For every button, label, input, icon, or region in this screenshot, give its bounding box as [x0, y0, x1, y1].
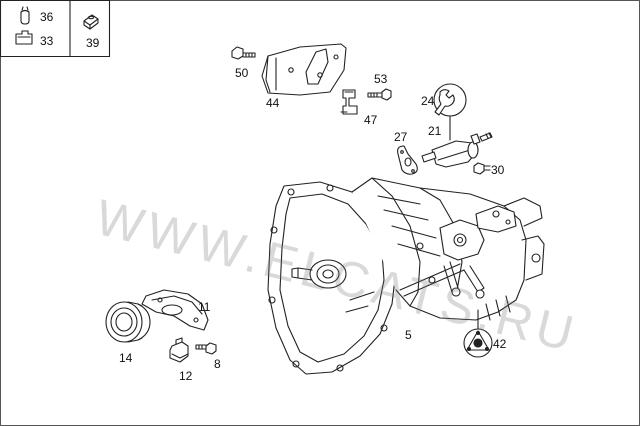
callout-12: 12	[179, 369, 193, 383]
callout-8: 8	[214, 357, 221, 371]
legend-label-33: 33	[40, 34, 54, 48]
cap-icon	[20, 6, 30, 25]
flange-icon	[463, 328, 493, 358]
legend-box	[0, 0, 111, 58]
legend-label-39: 39	[86, 36, 100, 50]
callout-21: 21	[428, 124, 442, 138]
callout-27: 27	[394, 130, 408, 144]
clip-icon	[15, 30, 33, 45]
callout-30: 30	[491, 163, 505, 177]
callout-5: 5	[405, 328, 412, 342]
gasket-icon	[397, 145, 418, 175]
sleeve-icon	[83, 14, 99, 30]
gearbox-housing-icon	[267, 177, 545, 375]
release-bearing-icon	[105, 301, 151, 343]
callout-47: 47	[364, 113, 378, 127]
release-fork-icon	[141, 289, 209, 331]
bolt-icon	[367, 88, 392, 101]
callout-42: 42	[493, 337, 507, 351]
callout-14: 14	[119, 351, 133, 365]
bolt-icon	[473, 162, 491, 175]
slave-cylinder-icon	[421, 132, 493, 168]
clip-bracket-icon	[340, 89, 358, 115]
callout-24: 24	[421, 94, 435, 108]
bracket-plate-icon	[261, 43, 347, 96]
spring-clip-icon	[169, 337, 189, 363]
wrench-symbol-icon	[433, 83, 467, 117]
bolt-icon	[231, 46, 256, 60]
callout-11: 11	[198, 300, 211, 314]
callout-44: 44	[266, 96, 280, 110]
legend-label-36: 36	[40, 10, 54, 24]
callout-53: 53	[374, 72, 388, 86]
bolt-icon	[195, 342, 217, 355]
callout-50: 50	[235, 66, 249, 80]
